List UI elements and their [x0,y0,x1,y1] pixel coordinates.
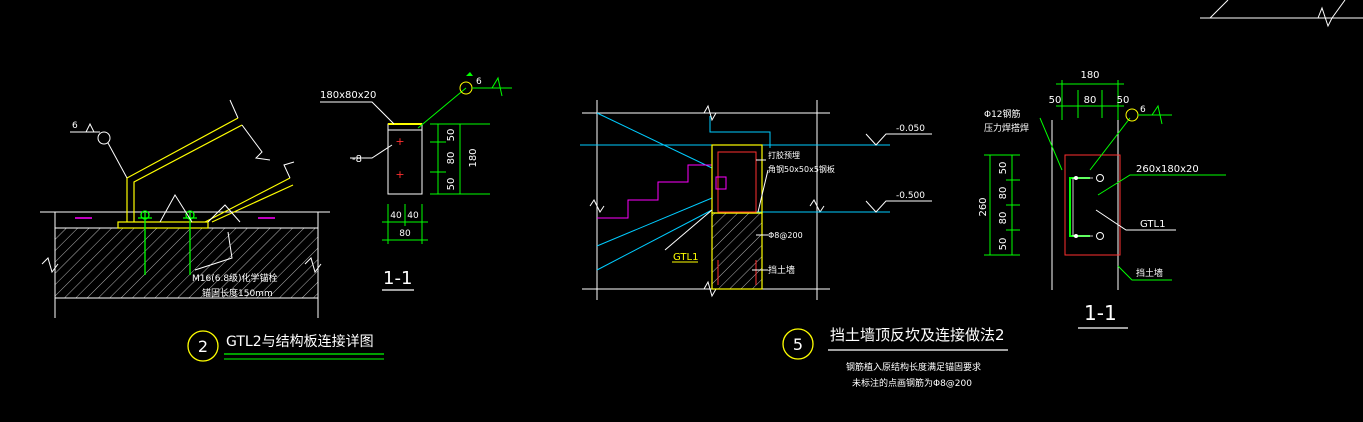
detail2-title: GTL2与结构板连接详图 [226,333,374,350]
section1-dim-width: 80 [399,229,411,239]
section1-dim-50-bottom: 50 [446,178,457,191]
section-right-1-1: 180 50 80 50 Φ12钢筋 压力焊搭焊 6 260x180x20 GT… [978,70,1226,329]
detail2-anchor-note-2: 锚固长度150mm [202,287,273,299]
section2-dim-v-50-top: 50 [998,162,1009,175]
section2-wall-label: 挡土墙 [1136,267,1163,279]
section2-dim-total-width: 180 [1080,70,1099,81]
svg-text:+: + [395,135,404,148]
section2-dim-v-80-a: 80 [998,187,1009,200]
section1-dim-50-top: 50 [446,129,457,142]
elevation-top: -0.050 [896,124,925,134]
detail5-marker-number: 5 [793,335,803,354]
section1-dim-total: 180 [468,148,479,167]
detail5-marker-circle [782,328,814,360]
detail2-anchor-note-1: M16(6.8级)化学锚栓 [192,272,278,284]
detail5-angle-note: 角钢50x50x5钢板 [768,164,835,174]
detail5-note-1: 钢筋植入原结构长度满足锚固要求 [846,361,981,373]
section1-weld-size: 6 [476,77,482,87]
detail5-note-2: 未标注的点画钢筋为Φ8@200 [852,377,972,389]
detail5-stirrup-note: Φ8@200 [768,231,803,240]
section1-dim-40: 40 [390,211,402,221]
section2-beam-label: GTL1 [1140,219,1165,230]
section2-dim-50-right: 50 [1117,95,1130,106]
section2-dim-v-50-bottom: 50 [998,238,1009,251]
section1-dim-80: 80 [446,152,457,165]
section1-label: 1-1 [383,268,412,289]
detail2-marker-circle [187,330,219,362]
section2-dim-50-left: 50 [1049,95,1062,106]
detail-retaining-wall: -0.050 -0.500 打胶预埋 角钢50x50x5钢板 GTL1 Φ8@2… [580,100,1008,389]
detail2-weld-size: 6 [72,121,78,131]
section2-plate-spec: 260x180x20 [1136,164,1199,175]
section2-weld-size: 6 [1140,105,1146,115]
section2-rebar-note-1: Φ12钢筋 [984,108,1021,120]
corner-fragment [1200,0,1363,28]
section2-rebar-note-2: 压力焊搭焊 [984,122,1029,134]
detail-gtl2-connection: 6 M16(6.8级)化学锚栓 锚固长度150mm 2 GTL2与结构板连接详图 [40,99,384,362]
section1-thickness: -8 [352,154,362,165]
elevation-bottom: -0.500 [896,191,925,201]
section2-label: 1-1 [1084,301,1117,325]
section-left-1-1: + + 180x80x20 -8 6 50 80 50 180 [320,72,512,291]
detail5-title: 挡土墙顶反坎及连接做法2 [830,326,1005,344]
detail5-rebar-note: 打胶预埋 [768,150,800,160]
detail5-beam-label: GTL1 [673,252,698,263]
section2-dim-v-total: 260 [978,197,989,216]
svg-text:+: + [395,168,404,181]
concrete-slab [54,227,319,299]
section2-dim-v-80-b: 80 [998,212,1009,225]
section2-dim-80: 80 [1084,95,1097,106]
detail2-marker-number: 2 [198,337,208,356]
detail5-wall-label: 挡土墙 [768,264,795,276]
section1-plate-spec: 180x80x20 [320,90,376,101]
section1-dim-40b: 40 [407,211,419,221]
